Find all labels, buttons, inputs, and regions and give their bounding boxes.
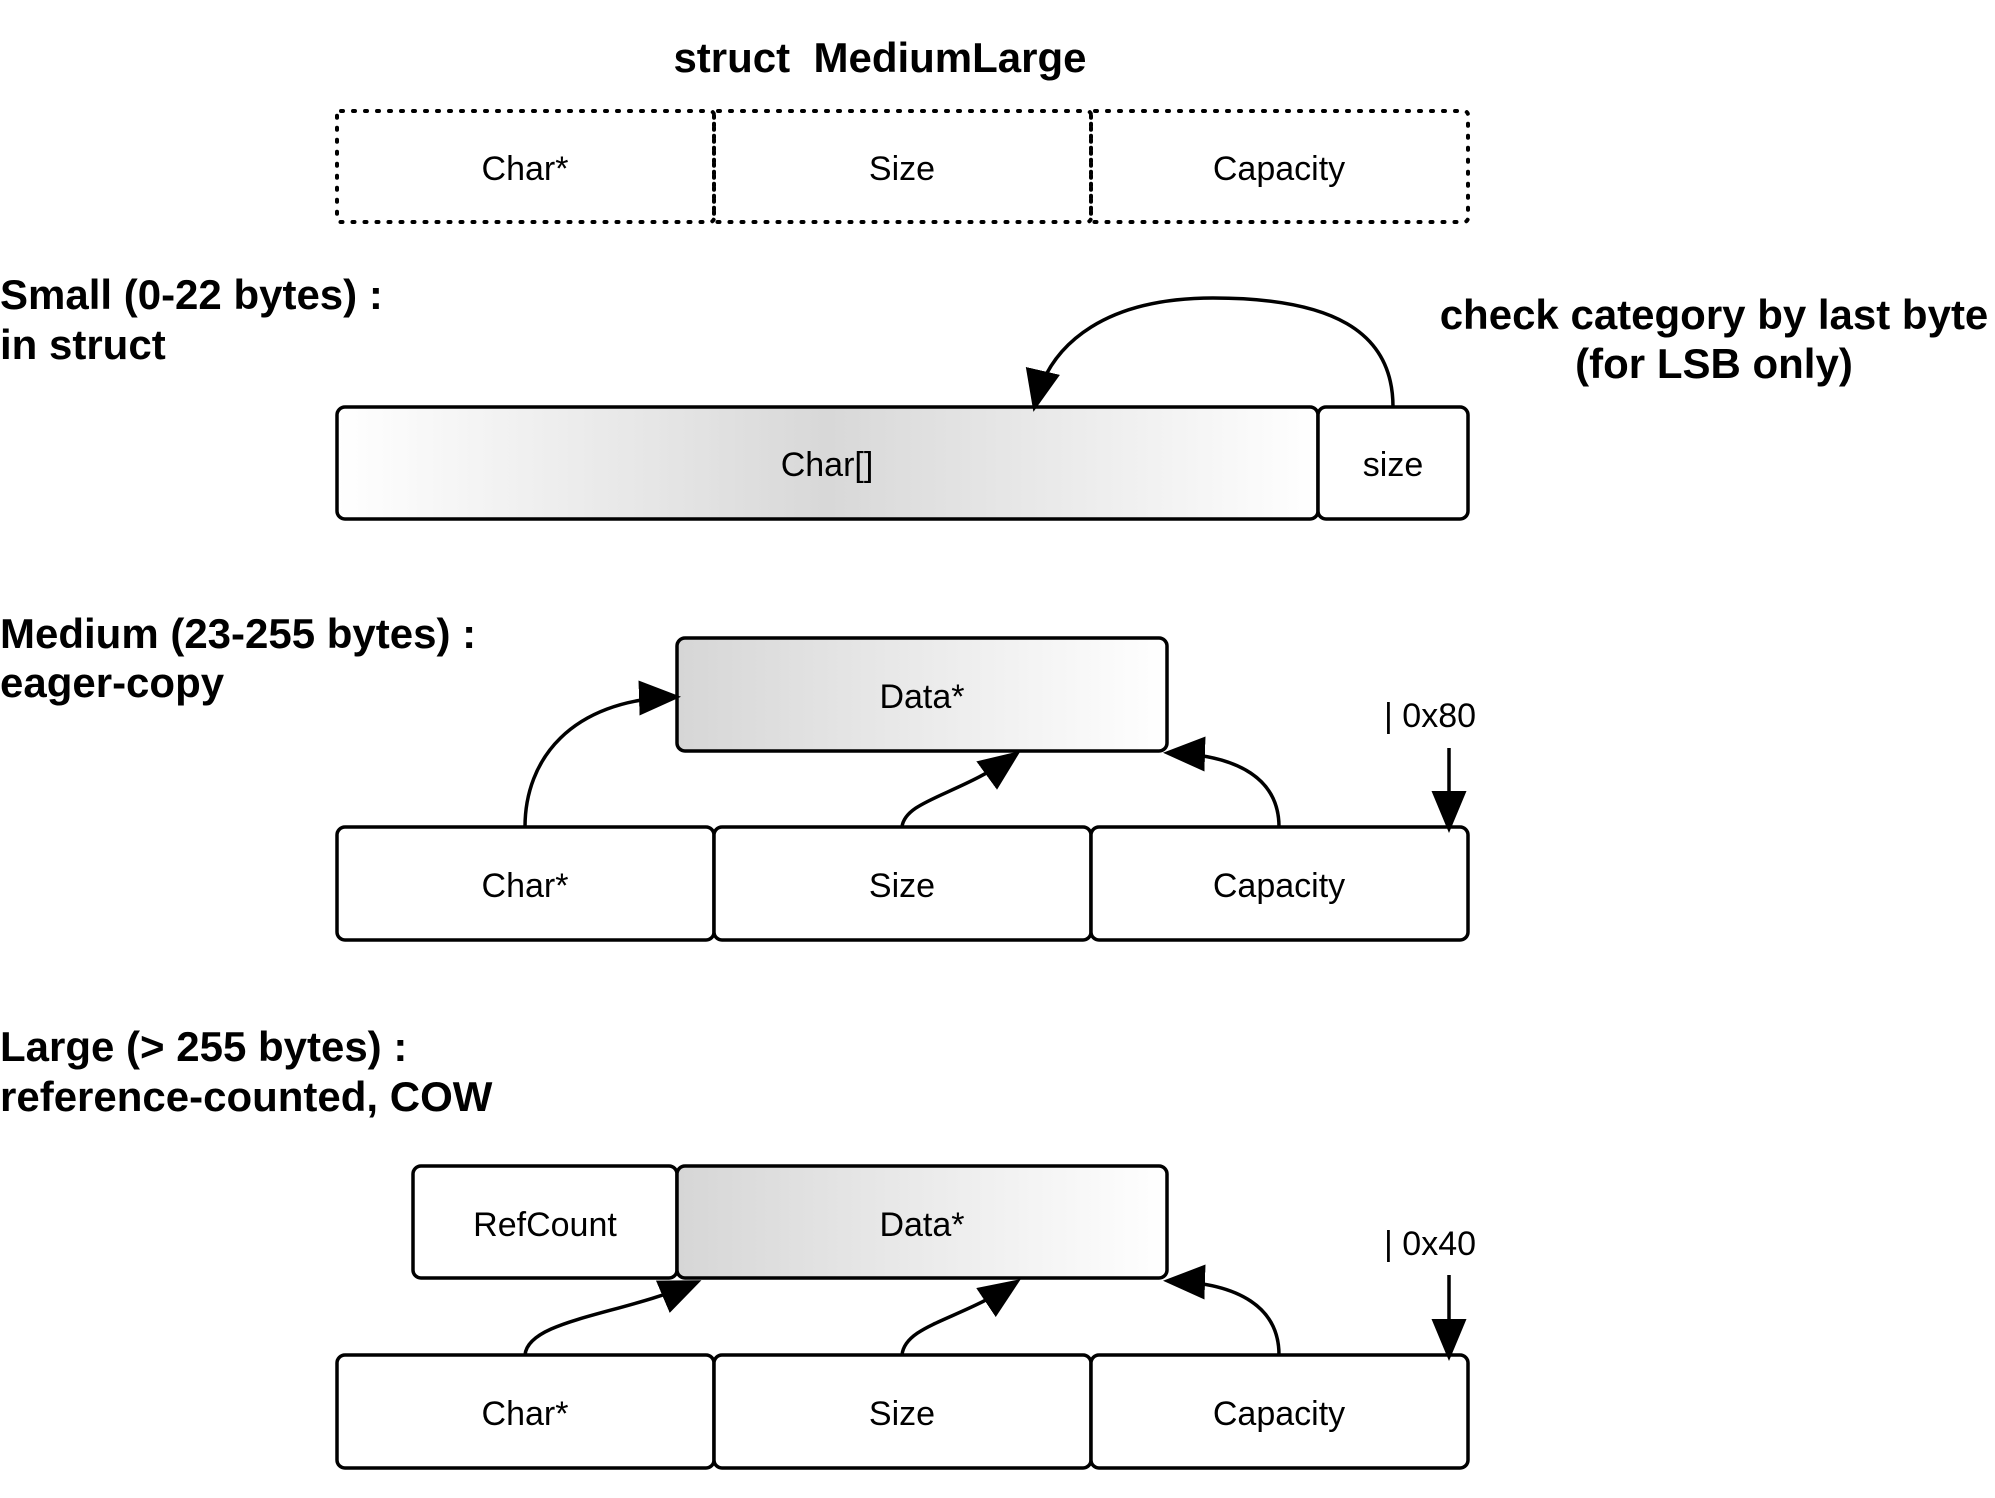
medium-capacity-to-data-arrow: [1163, 736, 1281, 828]
struct-title: struct MediumLarge: [673, 34, 1086, 81]
large-flag-label: | 0x40: [1384, 1225, 1476, 1263]
struct-field-size-label: Size: [869, 150, 935, 188]
medium-heading-line2: eager-copy: [0, 659, 225, 706]
large-size-to-data-arrow: [900, 1279, 1021, 1356]
medium-size-to-data-arrow: [900, 750, 1021, 828]
small-size-to-chars-arrow: [1025, 296, 1395, 412]
large-section: Large (> 255 bytes) : reference-counted,…: [0, 1023, 1476, 1470]
medium-section: Medium (23-255 bytes) : eager-copy Data*…: [0, 610, 1476, 942]
small-heading-line1: Small (0-22 bytes) :: [0, 271, 383, 318]
large-capacity-to-data-arrow: [1163, 1264, 1281, 1356]
struct-field-capacity: [1089, 109, 1470, 224]
large-field-capacity-label: Capacity: [1213, 1395, 1345, 1433]
struct-field-char-ptr-label: Char*: [482, 150, 569, 188]
large-data-label: Data*: [879, 1206, 964, 1244]
small-heading-line2: in struct: [0, 321, 166, 368]
small-section: Small (0-22 bytes) : in struct check cat…: [0, 271, 1989, 521]
small-note-line2: (for LSB only): [1575, 340, 1853, 387]
large-data-box: [675, 1164, 1169, 1280]
large-field-size-label: Size: [869, 1395, 935, 1433]
medium-field-capacity-label: Capacity: [1213, 867, 1345, 905]
large-heading-line1: Large (> 255 bytes) :: [0, 1023, 407, 1070]
large-refcount-label: RefCount: [473, 1206, 617, 1244]
struct-field-size: [712, 109, 1093, 224]
medium-data-label: Data*: [879, 678, 964, 716]
medium-field-char-ptr-label: Char*: [482, 867, 569, 905]
medium-field-size-label: Size: [869, 867, 935, 905]
large-char-ptr-to-data-arrow: [523, 1280, 702, 1356]
small-note-line1: check category by last byte: [1440, 291, 1989, 338]
struct-field-char-ptr: [335, 109, 716, 224]
struct-fields-row: Char* Size Capacity: [335, 109, 1470, 224]
large-heading-line2: reference-counted, COW: [0, 1073, 493, 1120]
medium-flag-label: | 0x80: [1384, 697, 1476, 735]
small-size-label: size: [1363, 446, 1423, 484]
medium-heading-line1: Medium (23-255 bytes) :: [0, 610, 476, 657]
large-field-char-ptr-label: Char*: [482, 1395, 569, 1433]
medium-char-ptr-to-data-arrow: [523, 680, 681, 828]
small-char-array-label: Char[]: [781, 446, 874, 484]
struct-field-capacity-label: Capacity: [1213, 150, 1345, 188]
